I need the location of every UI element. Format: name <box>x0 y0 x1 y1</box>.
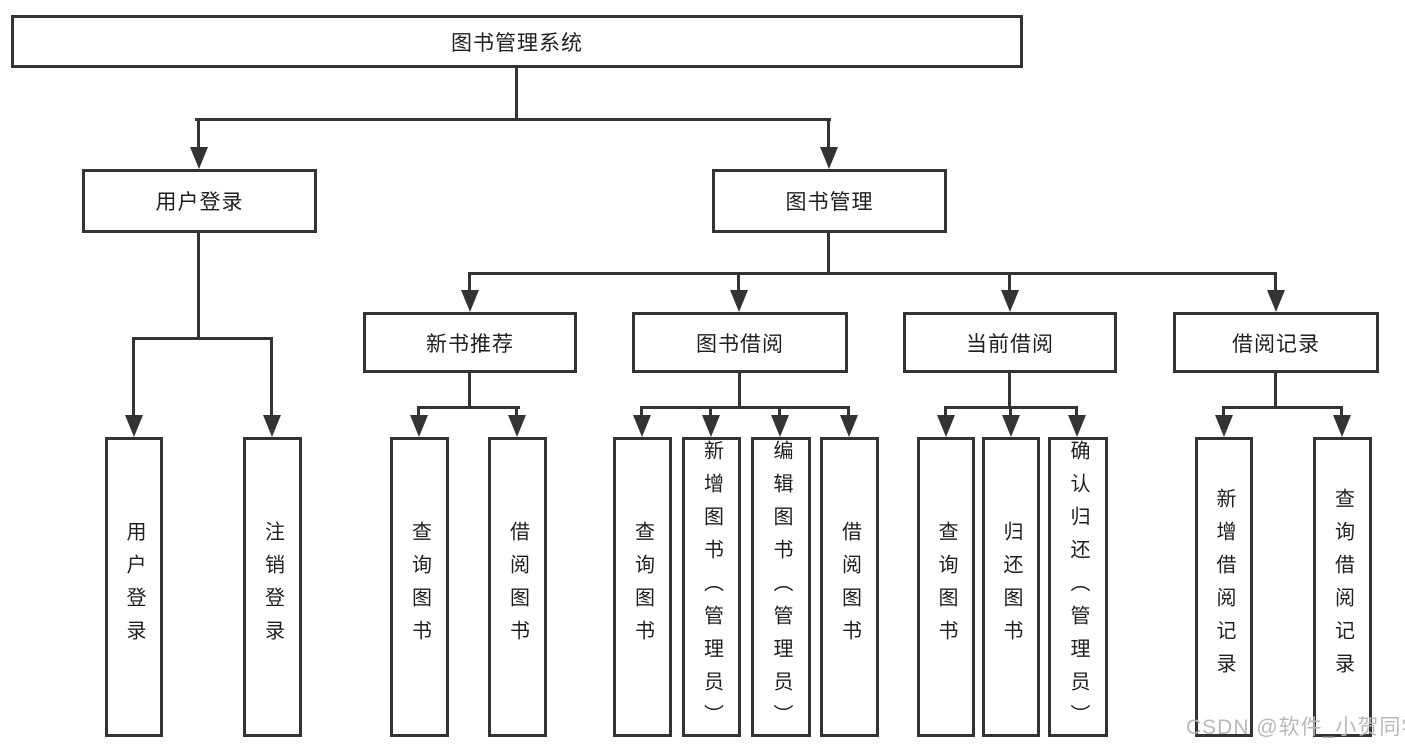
connector-trunk <box>1008 373 1011 409</box>
leaf-label: 查询图书 <box>408 521 431 653</box>
arrow-down-icon <box>730 290 748 312</box>
leaf-label: 借阅图书 <box>506 521 529 653</box>
leaf-br-query-borrow-record: 查询借阅记录 <box>1313 437 1372 737</box>
connector-userlogin-trunk <box>197 233 200 340</box>
connector-stem <box>132 337 135 417</box>
connector-stem <box>270 337 273 417</box>
node-new-book-recommend: 新书推荐 <box>363 312 577 373</box>
leaf-label: 归还图书 <box>1000 521 1022 653</box>
leaf-bb-edit-books-admin: 编辑图书（管理员） <box>751 437 811 737</box>
arrow-down-icon <box>702 415 720 437</box>
arrow-down-icon <box>1001 290 1019 312</box>
connector-stem <box>1009 406 1012 418</box>
node-book-borrowing: 图书借阅 <box>632 312 848 373</box>
connector-stem <box>847 406 850 418</box>
node-label: 新书推荐 <box>426 332 514 356</box>
leaf-logout: 注销登录 <box>243 437 302 737</box>
connector-stem <box>515 406 518 418</box>
leaf-label: 查询借阅记录 <box>1331 488 1354 686</box>
connector-trunk <box>468 373 471 409</box>
node-label: 图书管理系统 <box>451 31 583 55</box>
connector-stem <box>468 272 471 292</box>
connector-bookmgmt-branch <box>468 272 1277 275</box>
node-borrow-records: 借阅记录 <box>1173 312 1379 373</box>
arrow-down-icon <box>1215 415 1233 437</box>
arrow-down-icon <box>410 415 428 437</box>
connector-stem <box>1008 272 1011 292</box>
node-user-login: 用户登录 <box>82 169 317 233</box>
arrow-down-icon <box>190 147 208 169</box>
connector-branch <box>640 406 850 409</box>
node-book-management: 图书管理 <box>712 169 947 233</box>
csdn-watermark: CSDN @软件_小贺同学 <box>1186 716 1405 739</box>
arrow-down-icon <box>1068 415 1086 437</box>
node-current-borrowing: 当前借阅 <box>903 312 1117 373</box>
leaf-label: 注销登录 <box>261 521 284 653</box>
connector-stem <box>778 406 781 418</box>
connector-stem <box>417 406 420 418</box>
connector-trunk <box>738 373 741 409</box>
arrow-down-icon <box>820 147 838 169</box>
arrow-down-icon <box>633 415 651 437</box>
arrow-down-icon <box>263 415 281 437</box>
leaf-label: 用户登录 <box>123 521 145 653</box>
node-label: 图书借阅 <box>696 332 784 356</box>
arrow-down-icon <box>1267 290 1285 312</box>
arrow-down-icon <box>508 415 526 437</box>
node-label: 用户登录 <box>155 191 244 214</box>
leaf-label: 借阅图书 <box>838 521 861 653</box>
leaf-bb-borrow-books: 借阅图书 <box>820 437 879 737</box>
connector-stem <box>737 272 740 292</box>
leaf-bb-add-books-admin: 新增图书（管理员） <box>682 437 741 737</box>
connector-bookmgmt-trunk <box>827 233 830 275</box>
node-label: 图书管理 <box>785 191 874 214</box>
arrow-down-icon <box>125 415 143 437</box>
arrow-down-icon <box>937 415 955 437</box>
node-label: 当前借阅 <box>966 332 1054 356</box>
connector-trunk <box>1274 373 1277 409</box>
leaf-user-login: 用户登录 <box>105 437 163 737</box>
arrow-down-icon <box>840 415 858 437</box>
leaf-br-add-borrow-record: 新增借阅记录 <box>1195 437 1253 737</box>
arrow-down-icon <box>461 290 479 312</box>
connector-stem <box>1274 272 1277 292</box>
connector-stem <box>640 406 643 418</box>
leaf-label: 新增图书（管理员） <box>700 440 723 737</box>
connector-stem <box>1075 406 1078 418</box>
connector-stem <box>944 406 947 418</box>
arrow-down-icon <box>1002 415 1020 437</box>
node-label: 借阅记录 <box>1232 332 1320 356</box>
leaf-cb-query-books: 查询图书 <box>917 437 975 737</box>
arrow-down-icon <box>1333 415 1351 437</box>
connector-root-trunk <box>515 66 518 120</box>
leaf-cb-confirm-return-admin: 确认归还（管理员） <box>1048 437 1108 737</box>
connector-stem <box>197 118 200 150</box>
arrow-down-icon <box>771 415 789 437</box>
leaf-nbr-query-books: 查询图书 <box>390 437 449 737</box>
leaf-label: 编辑图书（管理员） <box>770 440 792 737</box>
connector-stem <box>827 118 830 150</box>
connector-userlogin-branch <box>132 337 273 340</box>
leaf-label: 确认归还（管理员） <box>1067 440 1089 737</box>
leaf-label: 查询图书 <box>935 521 957 653</box>
leaf-label: 查询图书 <box>631 521 654 653</box>
connector-stem <box>1340 406 1343 418</box>
connector-stem <box>1222 406 1225 418</box>
leaf-bb-query-books: 查询图书 <box>613 437 672 737</box>
connector-branch <box>417 406 520 409</box>
leaf-nbr-borrow-books: 借阅图书 <box>488 437 547 737</box>
node-root: 图书管理系统 <box>11 15 1023 68</box>
leaf-label: 新增借阅记录 <box>1213 488 1235 686</box>
connector-level1-branch <box>195 118 831 121</box>
connector-branch <box>1222 406 1343 409</box>
connector-stem <box>709 406 712 418</box>
leaf-cb-return-books: 归还图书 <box>982 437 1040 737</box>
